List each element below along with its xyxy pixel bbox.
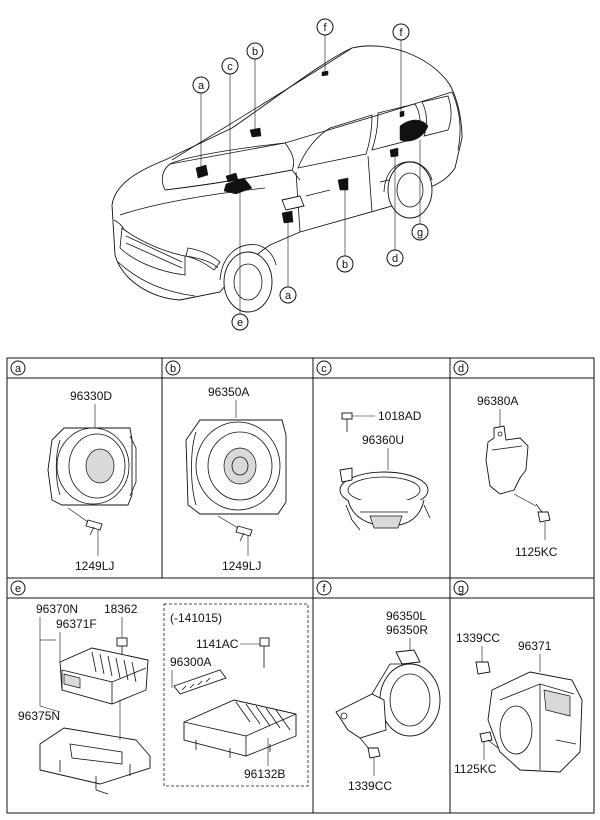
subwoofer-96371	[487, 671, 583, 773]
panel-a: a 96330D 1249LJ	[10, 360, 137, 573]
svg-text:g: g	[417, 227, 423, 239]
part-number: 96380A	[477, 394, 518, 408]
panel-f: f 96350L 96350R 1339CC	[316, 580, 441, 793]
tweeter-96380a	[485, 425, 529, 495]
part-number: 96370N	[36, 602, 78, 616]
part-number: 96330D	[70, 389, 112, 403]
svg-text:b: b	[342, 259, 348, 271]
callout-b-bottom: b	[336, 255, 354, 273]
amplifier-96300a	[173, 669, 227, 695]
screw-1249lj-a	[85, 519, 103, 536]
part-number: 96371F	[56, 617, 97, 631]
amplifier-96132b	[183, 699, 297, 758]
part-number: 1339CC	[348, 779, 392, 793]
part-number: 1125KC	[515, 545, 558, 559]
variant-box	[163, 603, 309, 787]
callout-a-bottom: a	[279, 286, 297, 304]
bolt-1125kc-d	[535, 503, 551, 523]
panel-e: e 96370N 96371F 18362 96375N	[10, 580, 309, 795]
amplifier-96370n	[59, 647, 149, 705]
svg-text:e: e	[237, 317, 243, 329]
part-number: 96350A	[208, 385, 249, 399]
svg-text:f: f	[323, 22, 327, 34]
svg-text:f: f	[399, 27, 403, 39]
part-number: 18362	[104, 602, 138, 616]
callout-d: d	[386, 249, 404, 267]
part-number: 96350R	[386, 623, 428, 637]
part-number: 96371	[518, 639, 552, 653]
svg-text:c: c	[321, 363, 327, 375]
svg-text:a: a	[198, 80, 205, 92]
part-number: 1249LJ	[75, 559, 114, 573]
bracket-96375n	[39, 727, 151, 795]
part-number: 1125KC	[454, 762, 497, 776]
callout-letters: a c b f f e a b	[192, 18, 429, 331]
speaker-96360u	[339, 467, 431, 531]
svg-text:f: f	[322, 583, 326, 595]
bolt-1125kc-g	[479, 731, 499, 749]
speaker-96350l-r	[335, 649, 441, 751]
bolt-1141ac	[259, 637, 270, 668]
part-number: 1249LJ	[222, 559, 261, 573]
nut-1339cc-g	[475, 661, 491, 675]
screw-1018ad	[341, 412, 353, 432]
part-number: 96132B	[244, 767, 285, 781]
svg-text:d: d	[458, 363, 464, 375]
callout-f-right: f	[392, 23, 410, 41]
vehicle-illustration	[111, 45, 463, 313]
svg-text:a: a	[285, 290, 292, 302]
callout-a-top: a	[192, 76, 210, 94]
svg-text:g: g	[458, 583, 464, 595]
speaker-96330d	[47, 427, 137, 506]
callout-c: c	[221, 57, 239, 75]
nut-1339cc-f	[367, 747, 381, 759]
panel-c: c 1018AD 96360U	[316, 360, 431, 531]
panel-d: d 96380A 1125KC	[453, 360, 558, 559]
part-number: 1339CC	[456, 631, 500, 645]
svg-text:a: a	[15, 363, 22, 375]
part-number: 1018AD	[378, 409, 422, 423]
part-number: 1141AC	[196, 637, 239, 651]
svg-text:b: b	[170, 363, 176, 375]
part-number: 96300A	[170, 655, 211, 669]
callout-leaders	[200, 35, 421, 314]
part-number: 96375N	[18, 709, 60, 723]
svg-text:e: e	[15, 583, 21, 595]
callout-f-top: f	[316, 18, 334, 36]
parts-grid	[6, 357, 595, 814]
screw-1249lj-b	[235, 525, 253, 542]
svg-text:b: b	[252, 46, 258, 58]
part-number: 96360U	[362, 433, 404, 447]
variant-label: (-141015)	[170, 611, 222, 625]
speaker-96350a	[185, 419, 287, 515]
svg-text:c: c	[227, 61, 233, 73]
callout-g: g	[411, 223, 429, 241]
svg-text:d: d	[392, 253, 398, 265]
callout-e: e	[231, 313, 249, 331]
panel-g: g 1339CC 96371 1125KC	[453, 580, 583, 776]
callout-b-top: b	[246, 42, 264, 60]
part-number: 96350L	[386, 609, 426, 623]
panel-b: b 96350A 1249LJ	[165, 360, 287, 573]
